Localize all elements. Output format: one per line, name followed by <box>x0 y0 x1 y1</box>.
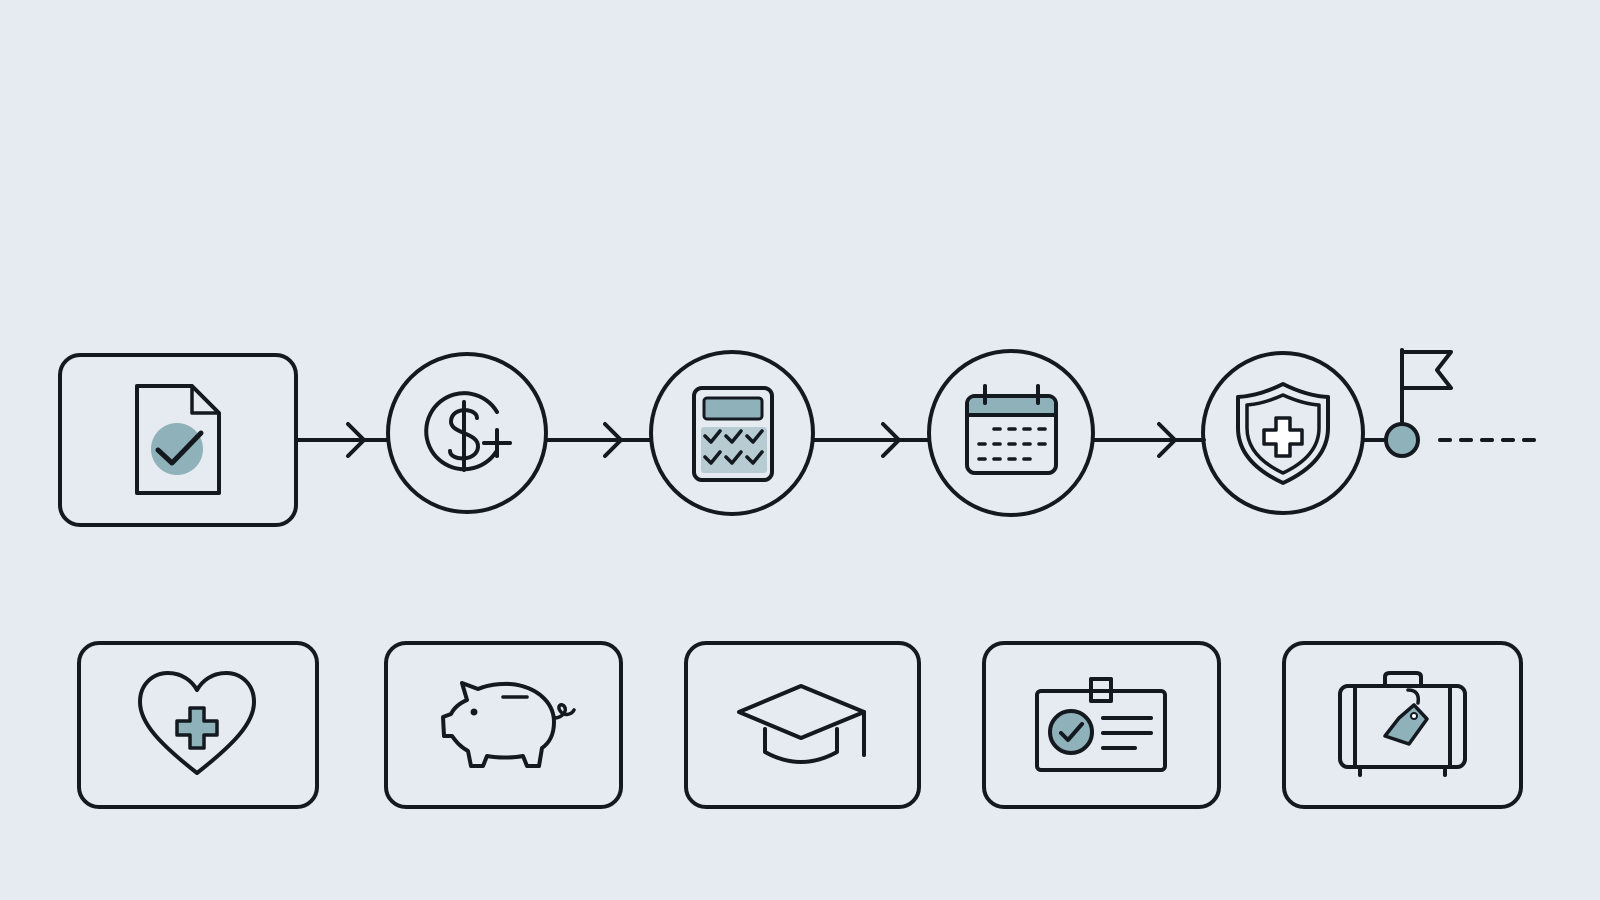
flow-step-calculator <box>649 350 815 516</box>
flag-icon <box>1400 348 1453 424</box>
shield-plus-icon <box>1236 382 1330 485</box>
benefit-card-education <box>684 641 921 809</box>
flow-step-shield <box>1201 351 1365 515</box>
end-node <box>1384 422 1420 458</box>
flow-step-document <box>58 353 298 527</box>
document-check-icon <box>135 384 221 495</box>
flow-end <box>1384 348 1537 458</box>
heart-plus-icon <box>138 671 256 775</box>
flow-step-calendar <box>927 349 1095 517</box>
id-badge-icon <box>1035 677 1167 772</box>
benefit-card-savings <box>384 641 623 809</box>
benefit-card-health <box>77 641 319 809</box>
benefit-card-employment <box>982 641 1221 809</box>
dollar-plus-icon <box>424 391 512 472</box>
piggy-bank-icon <box>441 681 576 768</box>
graduation-cap-icon <box>737 684 866 764</box>
suitcase-icon <box>1338 671 1467 777</box>
flow-connectors <box>296 422 1390 458</box>
calendar-icon <box>965 384 1058 475</box>
benefit-card-travel <box>1282 641 1523 809</box>
calculator-icon <box>692 386 774 482</box>
flow-step-dollar <box>386 352 548 514</box>
